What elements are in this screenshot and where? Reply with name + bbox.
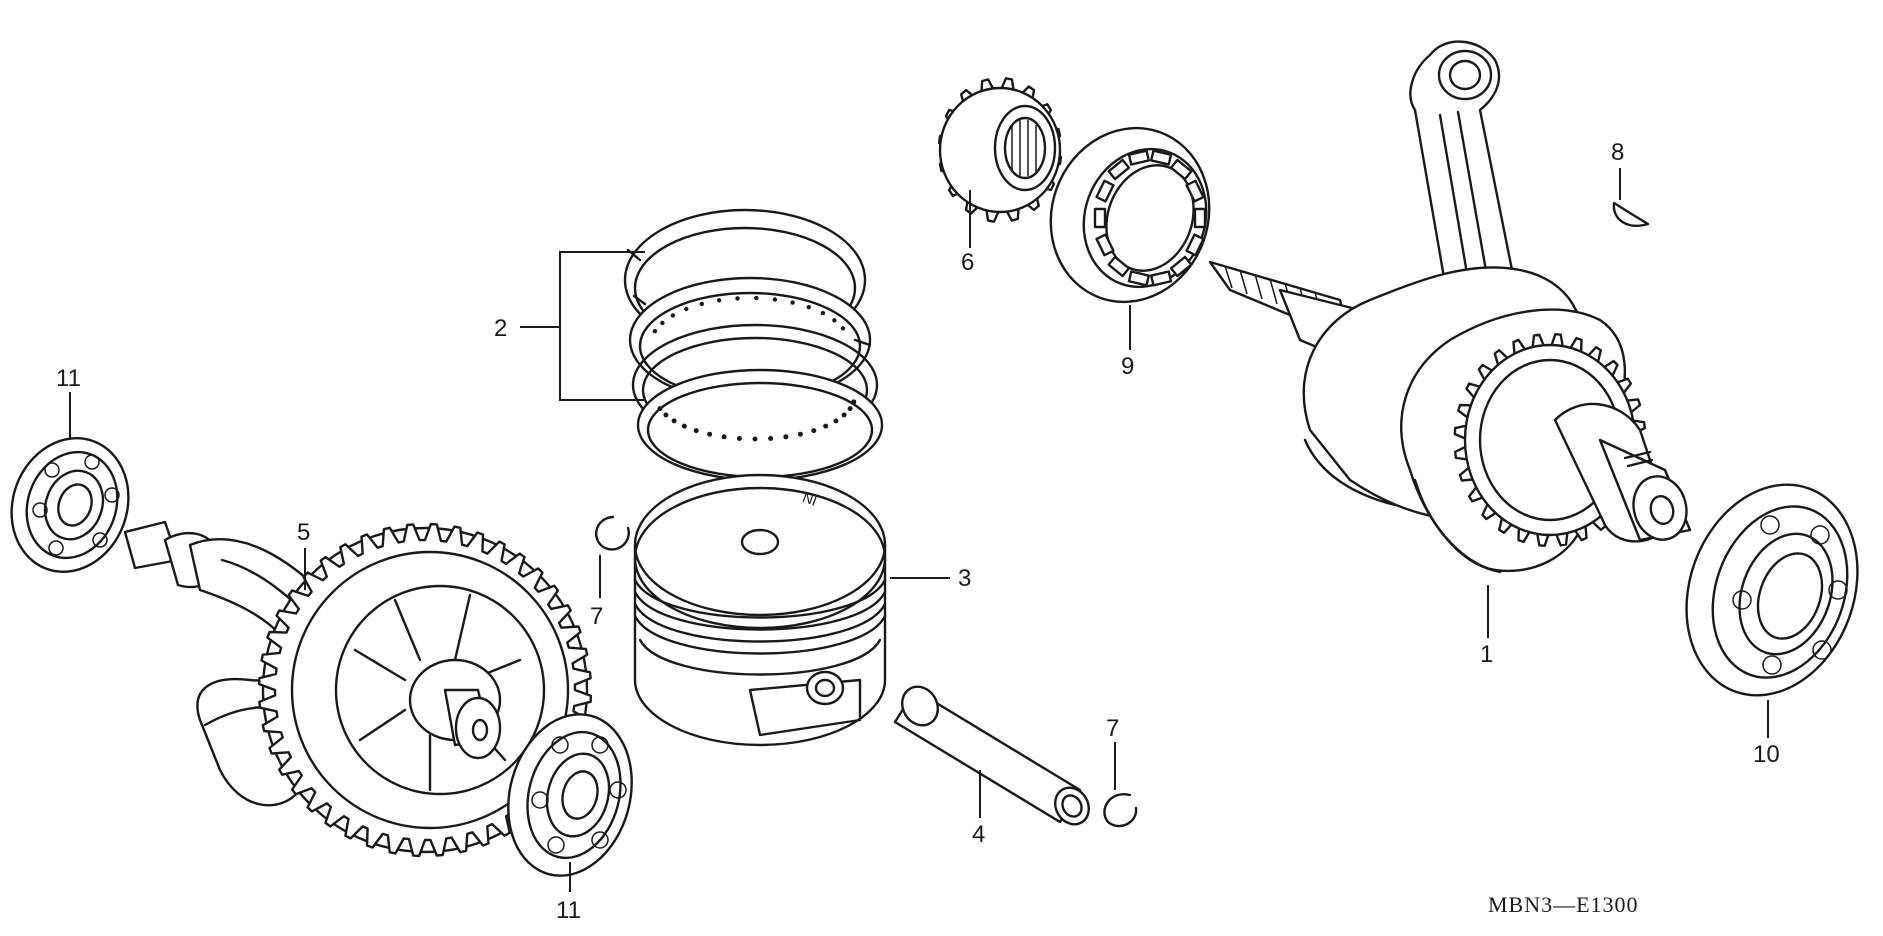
ring-hole — [754, 295, 759, 301]
bearing-9 — [1049, 126, 1211, 304]
ring-hole — [823, 423, 829, 429]
callout-7-right: 7 — [1106, 715, 1119, 742]
bearing-11-top — [10, 436, 130, 574]
ring-hole — [657, 406, 663, 412]
needle-roller — [1127, 149, 1150, 166]
leader-lines — [69, 168, 1769, 892]
ring-hole — [851, 399, 857, 405]
ring-hole — [736, 436, 742, 441]
ring-hole — [735, 296, 740, 301]
callout-3: 3 — [958, 565, 971, 592]
piston-3: IN — [633, 473, 887, 747]
ring-hole — [772, 297, 778, 302]
callout-2: 2 — [494, 315, 507, 342]
diagram-code: MBN3—E1300 — [1488, 892, 1639, 917]
needle-roller — [1095, 179, 1115, 203]
callout-5: 5 — [297, 519, 310, 546]
ring-hole — [707, 431, 713, 437]
needle-roller — [1169, 158, 1193, 181]
ring-hole — [752, 436, 758, 442]
clip-7-left — [594, 515, 630, 551]
needle-roller — [1107, 255, 1131, 278]
ring-hole — [790, 300, 795, 305]
callout-10: 10 — [1753, 741, 1780, 768]
piston-pin-4 — [893, 685, 1091, 826]
ring-hole — [840, 326, 846, 331]
needle-roller — [1107, 158, 1131, 181]
ring-hole — [841, 412, 847, 418]
callout-9: 9 — [1121, 353, 1134, 380]
ring-hole — [768, 436, 774, 441]
ring-hole — [670, 313, 676, 318]
ring-hole — [716, 298, 722, 303]
needle-roller — [1193, 207, 1207, 229]
ring-hole — [820, 310, 826, 316]
ring-hole — [833, 418, 839, 424]
piston-ring-set-2 — [623, 208, 884, 482]
needle-roller — [1185, 233, 1205, 257]
ring-hole — [721, 434, 727, 440]
piston-mark: IN — [800, 489, 819, 509]
callout-6: 6 — [961, 249, 974, 276]
ring-hole — [693, 428, 699, 434]
needle-roller — [1095, 233, 1115, 257]
callout-1: 1 — [1480, 641, 1493, 668]
ring-hole — [663, 412, 669, 418]
ring-hole — [684, 306, 689, 312]
crankshaft-1 — [1208, 40, 1692, 574]
callout-8: 8 — [1611, 139, 1624, 166]
clip-7-right — [1103, 793, 1138, 828]
callout-11-bottom: 11 — [556, 897, 581, 924]
key-8 — [1612, 201, 1650, 227]
callout-7-left: 7 — [590, 603, 603, 630]
ring-hole — [681, 423, 687, 429]
needle-roller — [1127, 270, 1150, 287]
balancer-shaft-5 — [123, 520, 593, 858]
needle-roller — [1185, 179, 1205, 203]
needle-roller — [1093, 207, 1107, 229]
callouts: 11 5 11 2 7 3 4 7 6 9 8 1 10 — [56, 139, 1780, 924]
ring-hole — [671, 418, 677, 424]
needle-roller — [1150, 270, 1173, 287]
callout-4: 4 — [972, 821, 985, 848]
ring-hole — [806, 305, 811, 310]
ring-hole — [783, 434, 789, 440]
bearing-10 — [1685, 483, 1859, 697]
needle-roller — [1150, 149, 1173, 166]
ring-hole — [832, 318, 837, 323]
ring-hole — [847, 406, 853, 412]
ring-hole — [797, 431, 803, 437]
gear-6 — [937, 77, 1063, 223]
ring-hole — [652, 329, 658, 334]
bearing-11-bottom — [507, 713, 633, 877]
ring-hole — [811, 428, 817, 434]
ring-hole — [699, 301, 704, 307]
callout-11-top: 11 — [56, 365, 81, 392]
ring-hole — [660, 320, 665, 326]
needle-roller — [1169, 255, 1193, 278]
